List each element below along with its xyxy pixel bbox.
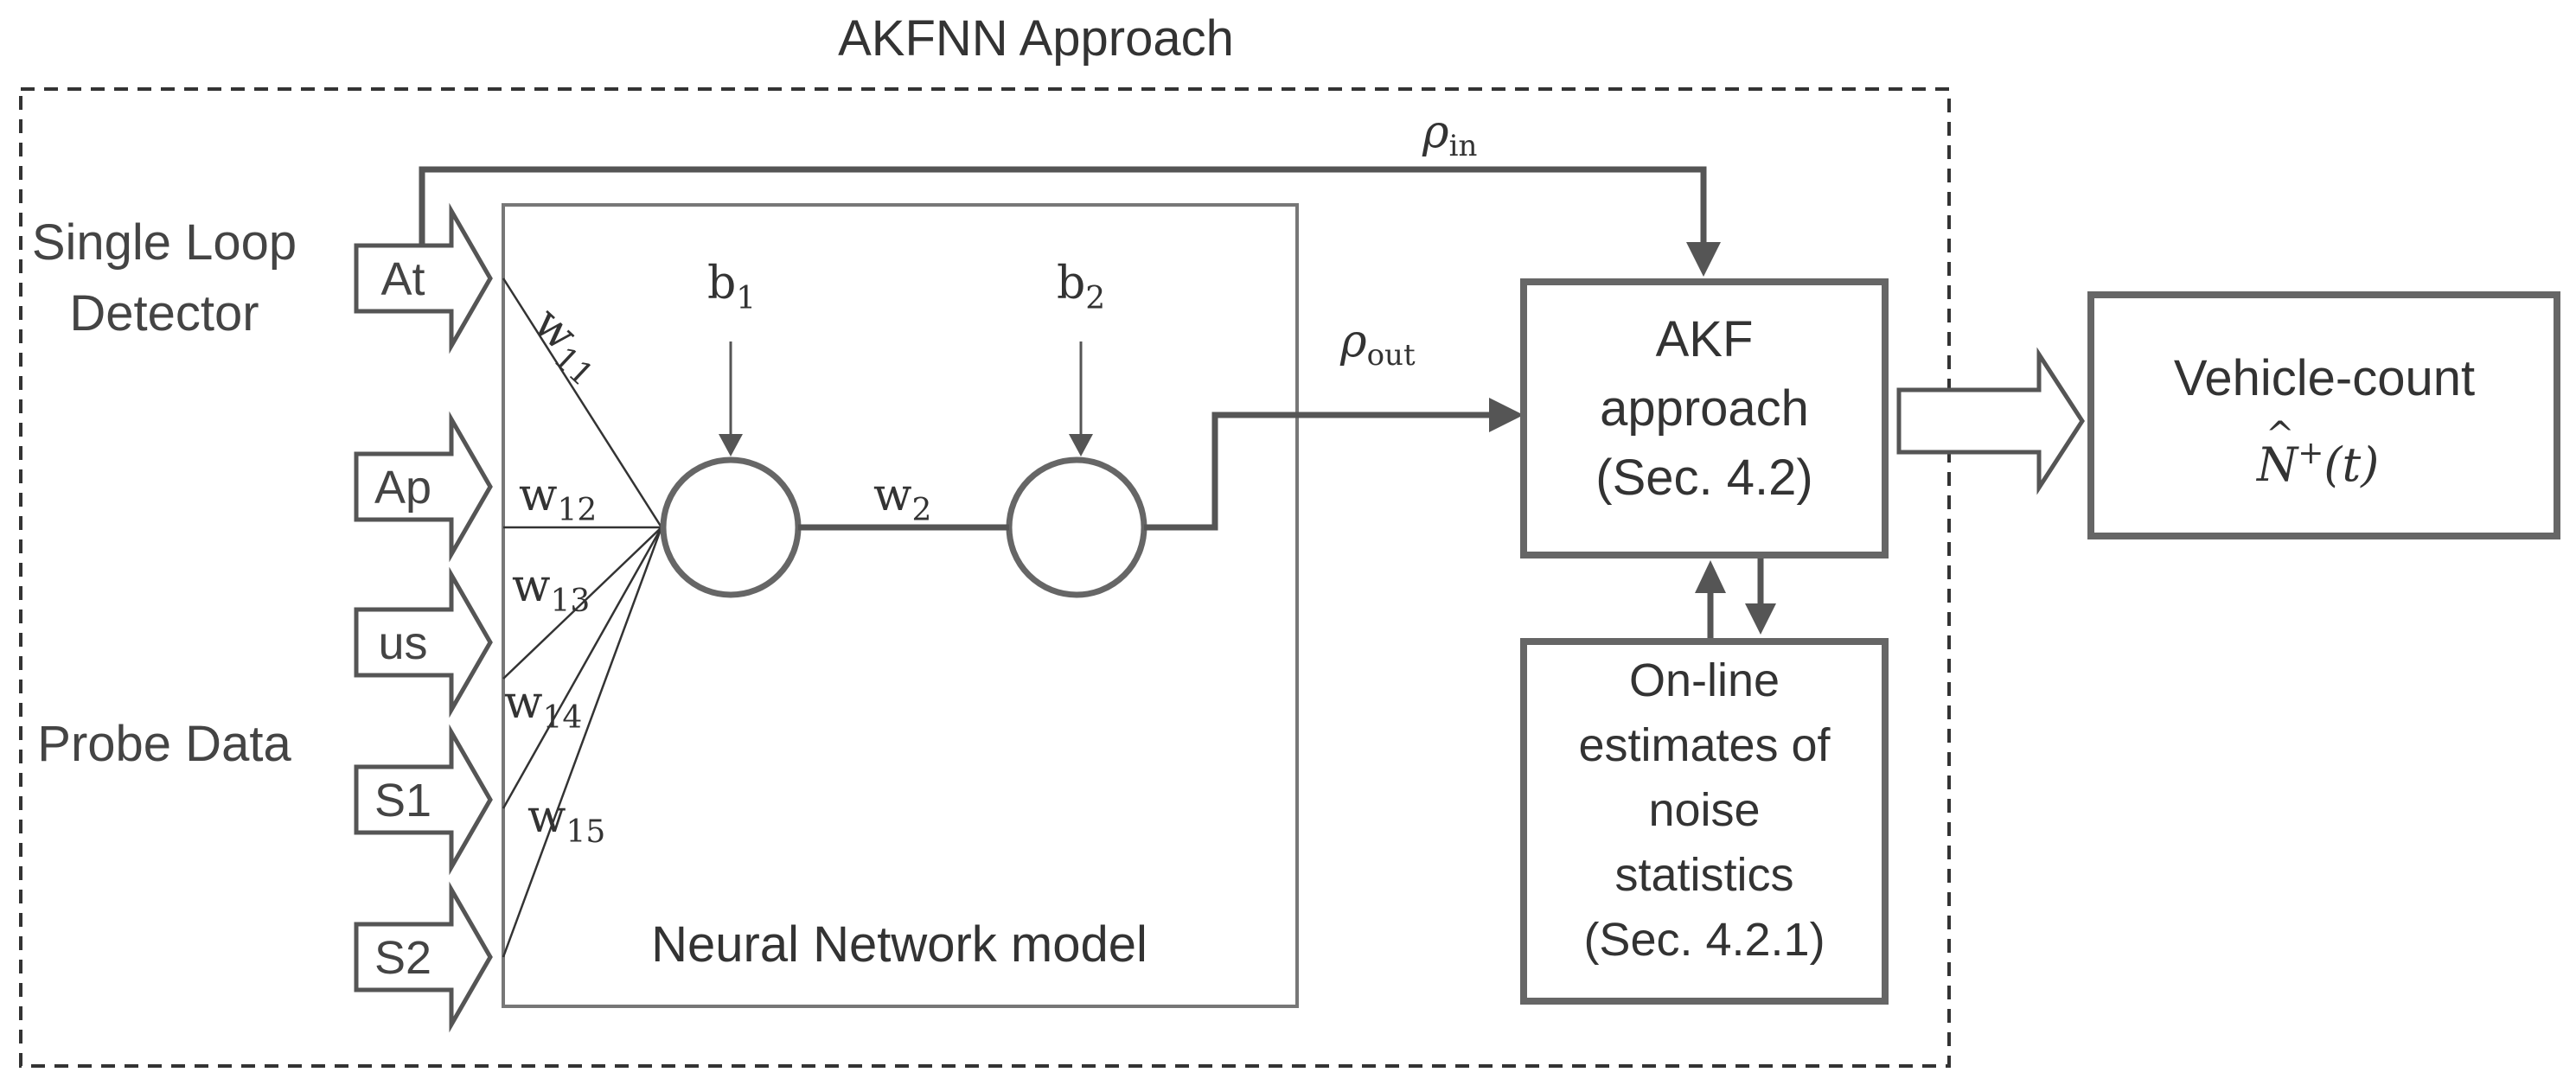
vehicle-count-label: Vehicle-count <box>2174 350 2475 406</box>
akf-approach-box <box>1520 278 1889 558</box>
probe-data-label: Probe Data <box>37 716 291 772</box>
neural-network-label: Neural Network model <box>651 916 1147 973</box>
bias1-label: b1 <box>707 258 756 316</box>
neural-network-box <box>502 203 1299 1008</box>
input-arrow-at: At <box>354 202 493 354</box>
noise-box-line4: statistics <box>1614 849 1793 901</box>
formula-sup: + <box>2298 436 2324 471</box>
input-label-us: us <box>378 617 427 669</box>
input-arrow-s2: S2 <box>354 881 493 1033</box>
single-loop-label-line1: Single Loop <box>32 214 297 271</box>
noise-statistics-box <box>1520 638 1889 1005</box>
akf-box-line1: AKF <box>1656 311 1754 367</box>
input-label-s2: S2 <box>374 932 431 984</box>
rho-out-label: ρout <box>1339 316 1416 373</box>
akf-box-line3: (Sec. 4.2) <box>1595 450 1812 506</box>
akf-to-noise-arrowhead <box>1745 603 1776 635</box>
vehicle-count-formula: ^ N+(t) <box>2255 415 2379 492</box>
input-arrow-us: us <box>354 566 493 718</box>
vehicle-count-box <box>2087 291 2560 539</box>
input-label-at: At <box>380 253 425 305</box>
formula-arg: (t) <box>2324 437 2379 492</box>
weight-w15-label: w15 <box>527 791 605 850</box>
formula-base: N <box>2255 437 2299 492</box>
weight-lines <box>502 278 663 958</box>
rho-in-path <box>419 166 1707 246</box>
noise-box-line2: estimates of <box>1578 719 1831 771</box>
weight-w14-label: w14 <box>504 677 582 736</box>
rho-in-arrowhead <box>1686 242 1721 277</box>
bias2-label: b2 <box>1057 258 1105 316</box>
formula-hat: ^ <box>2266 415 2295 455</box>
svg-text:N+(t): N+(t) <box>2255 436 2379 492</box>
weight-w12-label: w12 <box>519 469 597 528</box>
bias2-arrowhead <box>1069 434 1093 456</box>
output-block-arrow <box>1896 347 2085 495</box>
rho-in-label: ρin <box>1422 106 1477 163</box>
weight-w11-label: w11 <box>519 297 616 393</box>
rho-out-arrowhead <box>1489 398 1524 432</box>
input-label-s1: S1 <box>374 775 431 827</box>
akf-box-line2: approach <box>1600 380 1809 437</box>
akfnn-boundary <box>19 87 1951 1068</box>
noise-to-akf-arrowhead <box>1695 560 1726 593</box>
single-loop-label-line2: Detector <box>69 285 259 341</box>
noise-box-line1: On-line <box>1629 654 1780 706</box>
diagram-title: AKFNN Approach <box>838 10 1234 67</box>
weight-w13-label: w13 <box>512 560 590 619</box>
input-arrow-ap: Ap <box>354 411 493 563</box>
weight-w2-label: w2 <box>873 469 931 528</box>
input-label-ap: Ap <box>374 462 431 514</box>
input-arrow-s1: S1 <box>354 724 493 876</box>
neuron-hidden <box>660 456 802 598</box>
bias1-arrowhead <box>719 434 743 456</box>
noise-box-line5: (Sec. 4.2.1) <box>1583 914 1825 966</box>
rho-out-path <box>1144 412 1496 531</box>
neuron-output <box>1006 456 1147 598</box>
noise-box-line3: noise <box>1648 784 1760 836</box>
